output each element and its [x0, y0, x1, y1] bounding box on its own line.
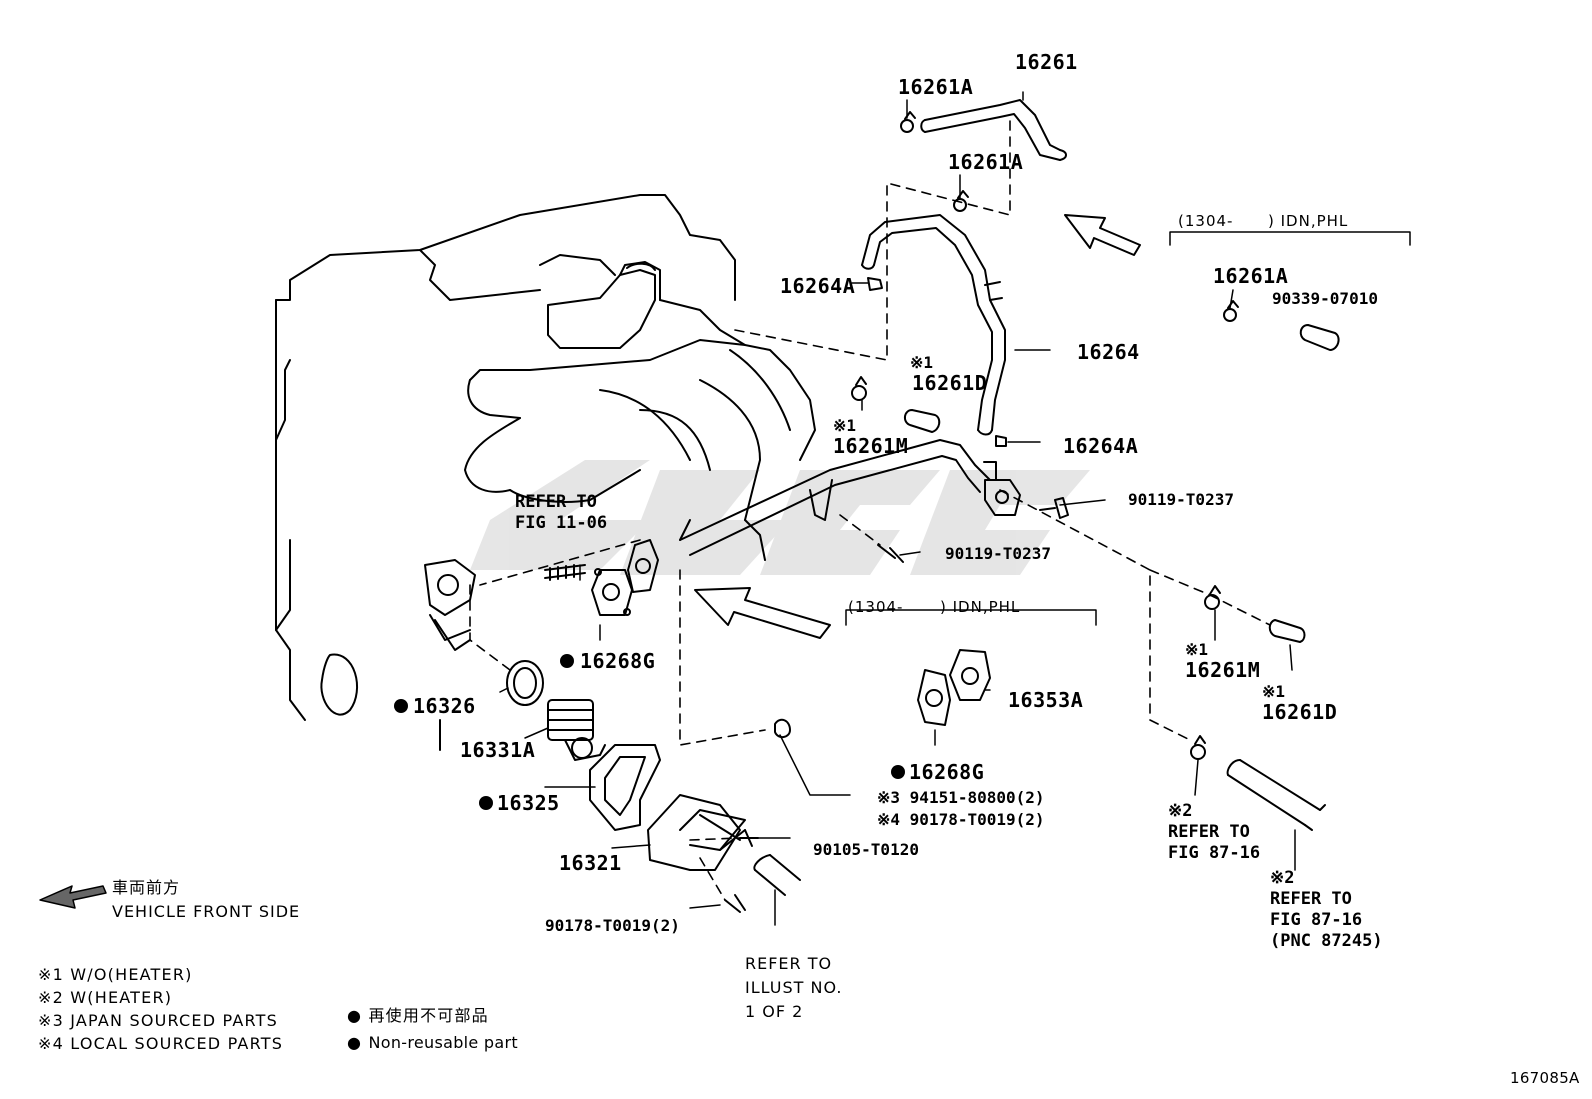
label-90119-T0237-right: 90119-T0237: [1128, 490, 1234, 509]
label-16321: 16321: [559, 851, 622, 875]
legend-nonreusable-en: Non-reusable part: [368, 1033, 518, 1052]
plug-16261D: [904, 409, 941, 433]
label-94151-80800: ※3 94151-80800(2): [877, 788, 1045, 807]
legend-note-3: ※3 JAPAN SOURCED PARTS: [38, 1011, 279, 1030]
gasket-16353A: [949, 649, 991, 701]
label-16261M: 16261M: [833, 434, 909, 458]
legend-nonreusable-jp-row: ● 再使用不可部品: [347, 1004, 518, 1027]
refer-illust: REFER TO ILLUST NO. 1 OF 2: [745, 952, 842, 1024]
engine-block: [275, 194, 736, 751]
clamps: [851, 111, 1239, 760]
bypass-pipe: [679, 439, 991, 556]
direction-arrow-top: [1064, 214, 1141, 256]
label-16326: 16326: [413, 694, 476, 718]
label-16261D: 16261D: [912, 371, 988, 395]
legend-nonreusable-jp: 再使用不可部品: [368, 1006, 489, 1025]
refer-fig-87-16-a-line1: ※2: [1168, 801, 1193, 821]
label-16268G-left: 16268G: [580, 649, 656, 673]
label-16261M-right: 16261M: [1185, 658, 1261, 682]
ring-16326: [506, 660, 544, 706]
bracket-top-start: (1304-: [1178, 212, 1234, 230]
label-16264A-lower: 16264A: [1063, 434, 1139, 458]
label-16261A-middle: 16261A: [948, 150, 1024, 174]
gasket-16268G-left: [591, 568, 633, 616]
label-16353A: 16353A: [1008, 688, 1084, 712]
filled-circle-icon: ●: [347, 1006, 363, 1025]
refer-fig-87-16-a: ※2 REFER TO FIG 87-16: [1168, 801, 1260, 864]
refer-fig-87-16-b-line3: FIG 87-16: [1270, 910, 1363, 930]
label-90119-T0237-middle: 90119-T0237: [945, 544, 1051, 563]
label-90339-07010: 90339-07010: [1272, 289, 1378, 308]
bypass-fitting: [983, 461, 1021, 516]
refer-fig-87-16-b: ※2 REFER TO FIG 87-16 (PNC 87245): [1270, 868, 1383, 952]
bracket-mid-end: ) IDN,PHL: [940, 598, 1021, 616]
thermostat-16331A: [547, 699, 606, 761]
plug-16261D-right: [1268, 619, 1306, 643]
refer-fig-11-06: REFER TO FIG 11-06: [515, 492, 607, 534]
label-90105-T0120: 90105-T0120: [813, 840, 919, 859]
filled-circle-icon: ●: [347, 1033, 363, 1052]
label-16264A-left: 16264A: [780, 274, 856, 298]
bracket-mid-line: [845, 609, 1097, 626]
vehicle-front-arrow: [39, 885, 107, 909]
label-16261A-right: 16261A: [1213, 264, 1289, 288]
refer-fig-87-16-a-line2: REFER TO: [1168, 822, 1250, 842]
nonreusable-markers: [394, 654, 905, 810]
refer-illust-line1: REFER TO: [745, 954, 833, 973]
refer-illust-line3: 1 OF 2: [745, 1002, 804, 1021]
vehicle-front-en: VEHICLE FRONT SIDE: [112, 902, 301, 921]
label-16325: 16325: [497, 791, 560, 815]
gasket-16268G-right: [917, 669, 951, 726]
mark-1-16261M-right: ※1: [1185, 640, 1209, 659]
gasket-16268G-middle: [627, 539, 659, 593]
leader-lines: [499, 91, 1296, 926]
refer-fig-87-16-b-line2: REFER TO: [1270, 889, 1352, 909]
stud-fig-11-06: [544, 564, 586, 581]
watermark-logo: [470, 460, 1090, 575]
hose-16264: [861, 214, 1006, 436]
legend-note-1: ※1 W/O(HEATER): [38, 965, 193, 984]
refer-fig-11-06-line2: FIG 11-06: [515, 513, 608, 533]
refer-fig-87-16-b-line4: (PNC 87245): [1270, 931, 1383, 951]
bracket-mid-start: (1304-: [848, 598, 904, 616]
label-90178-T0019-bottom: 90178-T0019(2): [545, 916, 680, 935]
legend-nonreusable-en-row: ● Non-reusable part: [347, 1031, 518, 1054]
flange-left: [424, 559, 476, 651]
refer-illust-line2: ILLUST NO.: [745, 978, 843, 997]
direction-arrow-middle: [694, 587, 831, 639]
hose-87-16: [1226, 759, 1326, 831]
plug-90339: [1299, 324, 1340, 351]
mark-1-16261D: ※1: [910, 353, 934, 372]
gasket-16325: [589, 744, 661, 831]
bracket-top-end: ) IDN,PHL: [1268, 212, 1349, 230]
refer-fig-11-06-line1: REFER TO: [515, 492, 597, 512]
refer-fig-87-16-a-line3: FIG 87-16: [1168, 843, 1261, 863]
mark-1-16261M: ※1: [833, 416, 857, 435]
label-90178-T0019-ref: ※4 90178-T0019(2): [877, 810, 1045, 829]
hose-illust: [753, 854, 801, 896]
vehicle-front-jp: 車両前方: [112, 878, 181, 897]
label-16264: 16264: [1077, 340, 1140, 364]
bolts: [724, 497, 1069, 913]
figure-code: 167085A: [1510, 1069, 1580, 1087]
bracket-top-line: [1169, 231, 1411, 246]
label-16268G-right: 16268G: [909, 760, 985, 784]
hose-16261: [920, 99, 1067, 161]
label-16261: 16261: [1015, 50, 1078, 74]
label-16261D-right: 16261D: [1262, 700, 1338, 724]
legend-note-4: ※4 LOCAL SOURCED PARTS: [38, 1034, 284, 1053]
water-inlet-16321: [647, 794, 746, 871]
intake-manifold: [464, 261, 816, 561]
label-16331A: 16331A: [460, 738, 536, 762]
legend-notes: ※1 W/O(HEATER) ※2 W(HEATER) ※3 JAPAN SOU…: [38, 963, 283, 1055]
legend-nonreusable: ● 再使用不可部品 ● Non-reusable part: [347, 1004, 518, 1054]
refer-fig-87-16-b-line1: ※2: [1270, 868, 1295, 888]
legend-note-2: ※2 W(HEATER): [38, 988, 173, 1007]
label-16261A-top: 16261A: [898, 75, 974, 99]
mark-1-16261D-right: ※1: [1262, 682, 1286, 701]
